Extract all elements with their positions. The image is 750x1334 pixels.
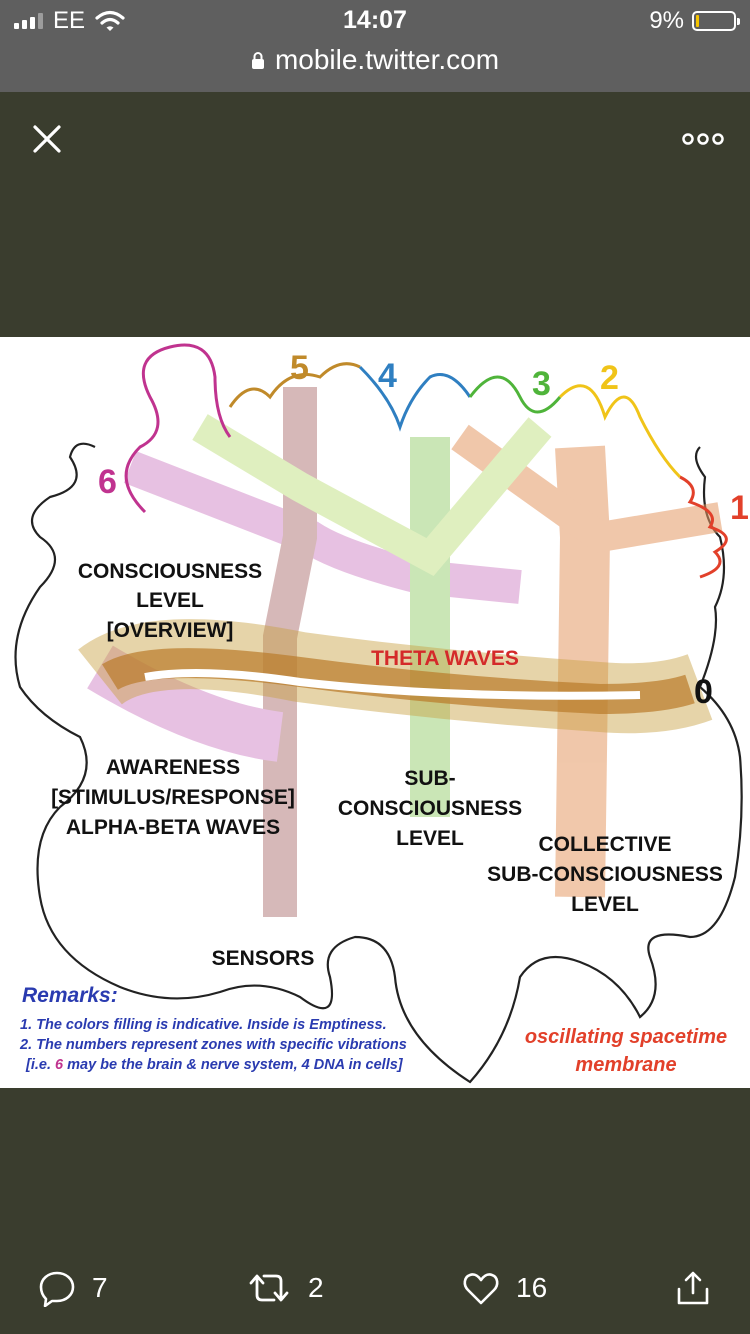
status-bar: EE 14:07 9% mobile.twitter.com [0, 0, 750, 92]
reply-button[interactable]: 7 [38, 1268, 108, 1308]
label-sensors: SENSORS [212, 947, 315, 970]
close-icon[interactable] [26, 118, 68, 160]
central-emptiness [144, 669, 641, 700]
label-collective-3: LEVEL [571, 893, 639, 916]
lock-icon [251, 52, 264, 69]
zone-6: 6 [98, 463, 117, 501]
label-sub-2: CONSCIOUSNESS [338, 797, 522, 820]
zone-1: 1 [730, 489, 749, 527]
sensor-channel [263, 387, 317, 917]
reply-count: 7 [92, 1272, 108, 1303]
share-icon [677, 1271, 709, 1305]
zone6-membrane [124, 343, 232, 514]
like-button[interactable]: 16 [462, 1268, 547, 1308]
zone1-wave [679, 475, 728, 579]
zone2-wave [558, 384, 682, 479]
label-awareness-2: [STIMULUS/RESPONSE] [51, 786, 295, 809]
membrane-outline [14, 442, 743, 1084]
cell-signal-icon [14, 13, 43, 29]
reply-icon [39, 1271, 75, 1307]
share-button[interactable] [674, 1268, 712, 1308]
remarks-line-3-post: may be the brain & nerve system, 4 DNA i… [63, 1057, 404, 1073]
like-count: 16 [516, 1272, 548, 1303]
battery-icon [692, 11, 740, 31]
remarks-line-3: [i.e. 6 may be the brain & nerve system,… [25, 1057, 404, 1073]
zone-4: 4 [378, 357, 397, 395]
battery-fill [696, 15, 699, 27]
label-collective-2: SUB-CONSCIOUSNESS [487, 863, 723, 886]
remarks-line-3-pre: [i.e. [25, 1057, 55, 1073]
status-right: 9% [649, 7, 740, 34]
carrier-name: EE [53, 7, 86, 34]
label-awareness-1: AWARENESS [106, 756, 240, 779]
status-time: 14:07 [343, 6, 407, 34]
address-bar[interactable]: mobile.twitter.com [0, 44, 750, 76]
label-awareness-3: ALPHA-BETA WAVES [66, 816, 280, 839]
retweet-button[interactable]: 2 [246, 1268, 324, 1308]
membrane-diagram: 6 5 4 3 2 1 0 CONSCIOUSNESS LEVEL [OVERV… [14, 343, 749, 1084]
remarks-line-3-num: 6 [55, 1057, 64, 1073]
zone3-wave [468, 375, 562, 414]
url-text: mobile.twitter.com [274, 44, 500, 75]
remarks-title: Remarks: [22, 984, 118, 1007]
remarks-line-2: 2. The numbers represent zones with spec… [19, 1037, 407, 1053]
membrane-label-2: membrane [575, 1054, 676, 1076]
zone-5: 5 [290, 349, 309, 387]
zone-0: 0 [694, 673, 713, 711]
label-theta: THETA WAVES [371, 647, 519, 670]
tweet-action-bar: 7 2 16 [0, 1250, 750, 1326]
label-consciousness-1: CONSCIOUSNESS [78, 560, 262, 583]
label-sub-3: LEVEL [396, 827, 464, 850]
zone-2: 2 [600, 359, 619, 397]
upper-channel [192, 414, 552, 576]
more-options-icon[interactable] [680, 124, 726, 154]
status-left: EE [14, 7, 125, 34]
battery-percent: 9% [649, 7, 684, 34]
like-icon [463, 1273, 499, 1305]
zone-3: 3 [532, 365, 551, 403]
remarks-line-1: 1. The colors filling is indicative. Ins… [20, 1017, 387, 1033]
tweet-image[interactable]: 6 5 4 3 2 1 0 CONSCIOUSNESS LEVEL [OVERV… [0, 337, 750, 1088]
wifi-icon [95, 10, 125, 31]
label-consciousness-3: [OVERVIEW] [107, 619, 234, 642]
retweet-count: 2 [308, 1272, 324, 1303]
label-sub-1: SUB- [404, 767, 455, 790]
media-viewer-top [0, 92, 750, 337]
zone5-wave [228, 362, 361, 408]
label-consciousness-2: LEVEL [136, 589, 204, 612]
zone4-wave [358, 365, 472, 432]
retweet-icon [249, 1274, 289, 1302]
label-collective-1: COLLECTIVE [538, 833, 671, 856]
membrane-label-1: oscillating spacetime [525, 1026, 727, 1048]
